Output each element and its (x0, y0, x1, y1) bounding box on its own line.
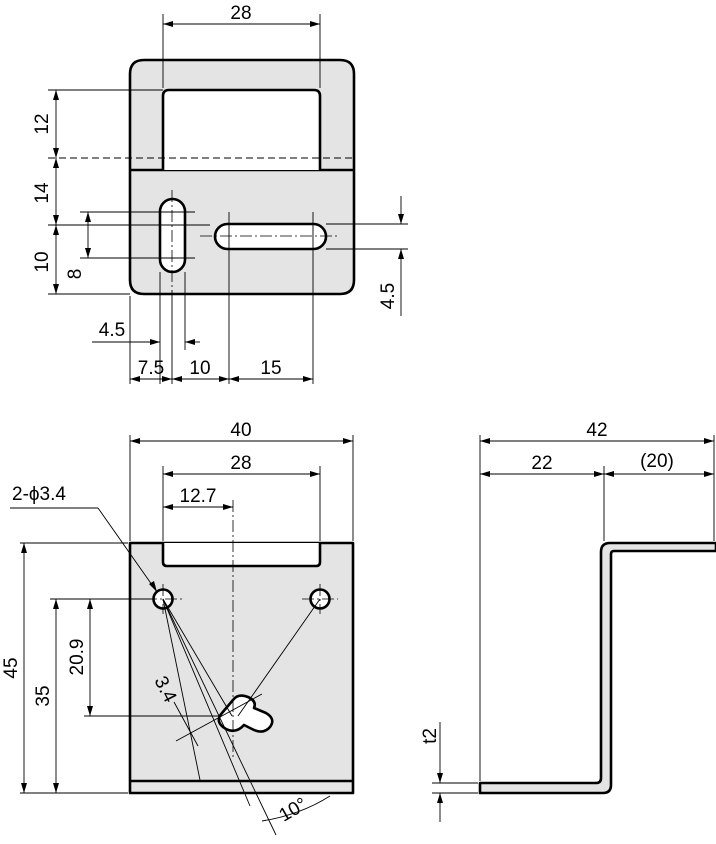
dim-20-ref: (20) (640, 451, 674, 472)
dim-10-left: 10 (32, 251, 53, 272)
dim-22: 22 (531, 453, 552, 474)
arrowhead (437, 773, 443, 803)
dim-7.5: 7.5 (138, 358, 164, 379)
arrowhead (398, 214, 404, 259)
dim-45: 45 (1, 657, 22, 678)
dim-4.5-right: 4.5 (378, 283, 399, 309)
dim-holes: 2-ϕ3.4 (12, 484, 66, 505)
front-view: 40 28 12.7 2-ϕ3.4 45 35 20.9 3.4 10° (1, 420, 355, 836)
dim-15: 15 (260, 358, 281, 379)
dim-8: 8 (65, 269, 86, 280)
dim-42: 42 (586, 420, 607, 441)
cross-slot (217, 694, 274, 733)
leader-line (97, 507, 158, 593)
dim-28-front: 28 (230, 453, 251, 474)
dim-12.7: 12.7 (180, 486, 217, 507)
top-view: 28 12 14 10 8 4.5 4.5 7.5 10 15 (32, 3, 408, 384)
arrowhead (130, 376, 313, 382)
construction-line (173, 701, 199, 747)
construction-line (162, 598, 233, 717)
dim-14: 14 (32, 182, 53, 204)
side-view-profile (478, 541, 716, 795)
dim-40: 40 (230, 420, 251, 441)
dim-4.5-bottom: 4.5 (99, 320, 125, 341)
arrowhead (150, 339, 195, 345)
horizontal-slot (213, 222, 328, 251)
side-view: 42 22 (20) t2 (420, 420, 716, 822)
vertical-slot (158, 197, 187, 274)
construction-line (175, 693, 263, 742)
dim-10-degree: 10° (276, 794, 311, 827)
dim-20.9: 20.9 (67, 639, 88, 676)
dim-t2: t2 (420, 728, 441, 744)
arrowhead (480, 471, 714, 477)
top-window (161, 88, 322, 170)
arrowhead (149, 581, 157, 592)
arrowhead (85, 212, 91, 258)
dim-10-bottom: 10 (189, 358, 210, 379)
angle-arc (261, 795, 331, 822)
construction-line (162, 598, 201, 781)
front-view-body (128, 541, 355, 795)
top-flange-slot (161, 543, 322, 568)
construction-line (162, 598, 251, 807)
dim-28-top: 28 (230, 3, 251, 24)
dim-35: 35 (33, 685, 54, 706)
dim-12: 12 (32, 113, 53, 134)
construction-line (237, 598, 321, 717)
